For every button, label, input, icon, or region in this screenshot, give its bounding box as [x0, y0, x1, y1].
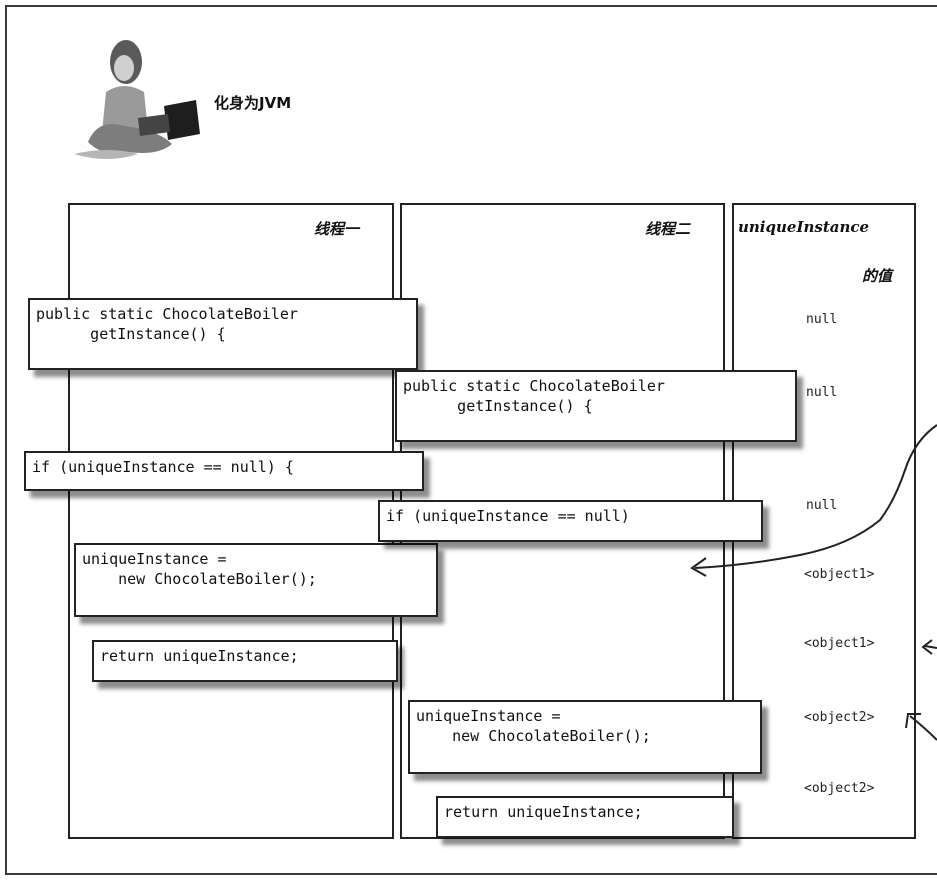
code-line: public static ChocolateBoiler	[403, 377, 665, 395]
code-line: if (uniqueInstance == null)	[386, 507, 630, 525]
value-cell: <object2>	[804, 781, 875, 796]
thread2-getinstance-block: public static ChocolateBoiler getInstanc…	[395, 370, 797, 442]
value-cell: <object2>	[804, 710, 875, 725]
code-line: new ChocolateBoiler();	[82, 570, 317, 588]
thread2-label: 线程二	[645, 220, 691, 238]
value-cell: <object1>	[804, 636, 875, 651]
thread1-label: 线程一	[314, 220, 360, 238]
value-label-line1: uniqueInstance	[738, 218, 870, 236]
page-title: 化身为JVM	[214, 94, 292, 112]
code-line: return uniqueInstance;	[444, 803, 643, 821]
diagram-frame	[5, 5, 937, 875]
value-cell: null	[806, 498, 838, 513]
value-cell: null	[806, 312, 838, 327]
code-line: if (uniqueInstance == null) {	[32, 458, 294, 476]
code-line: getInstance() {	[36, 325, 226, 343]
code-line: uniqueInstance =	[82, 550, 227, 568]
thread1-create-instance-block: uniqueInstance = new ChocolateBoiler();	[74, 543, 438, 617]
thread2-null-check-block: if (uniqueInstance == null)	[378, 500, 763, 542]
code-line: uniqueInstance =	[416, 707, 561, 725]
thread1-getinstance-block: public static ChocolateBoiler getInstanc…	[28, 298, 418, 370]
code-line: public static ChocolateBoiler	[36, 305, 298, 323]
value-label-line2: 的值	[862, 267, 893, 285]
avatar-illustration	[74, 40, 200, 159]
thread2-return-block: return uniqueInstance;	[436, 796, 734, 838]
code-line: new ChocolateBoiler();	[416, 727, 651, 745]
code-line: getInstance() {	[403, 397, 593, 415]
code-line: return uniqueInstance;	[100, 647, 299, 665]
thread1-return-block: return uniqueInstance;	[92, 640, 398, 682]
value-cell: null	[806, 385, 838, 400]
thread2-create-instance-block: uniqueInstance = new ChocolateBoiler();	[408, 700, 762, 774]
thread1-null-check-block: if (uniqueInstance == null) {	[24, 451, 424, 491]
value-cell: <object1>	[804, 567, 875, 582]
